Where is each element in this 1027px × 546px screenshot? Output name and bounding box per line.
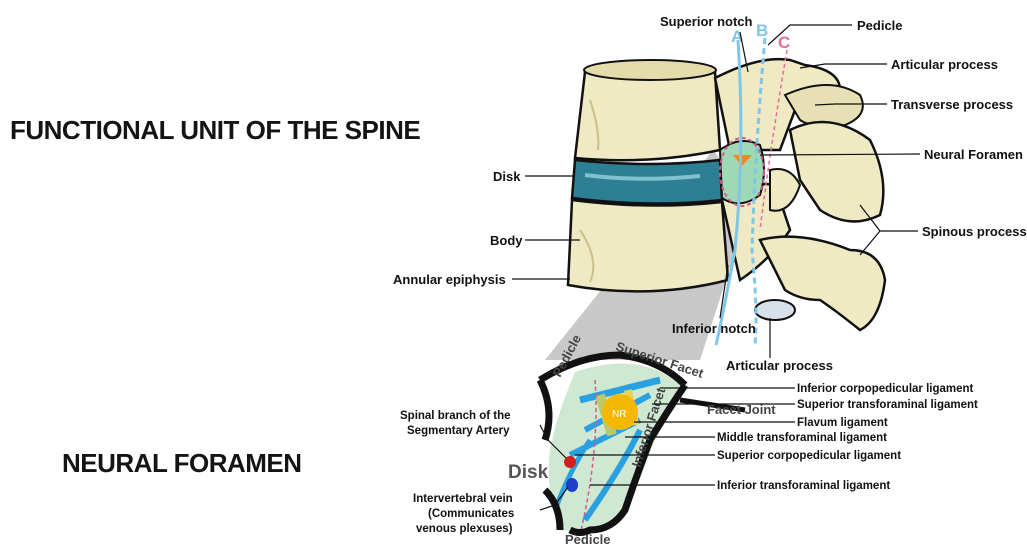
label-vein-2: (Communicates (428, 508, 514, 520)
label-spinal-branch-2: Segmentary Artery (407, 425, 510, 437)
label-flavum: Flavum ligament (797, 417, 888, 429)
label-articular-process-bottom: Articular process (726, 358, 833, 373)
label-neural-foramen: Neural Foramen (924, 147, 1023, 162)
label-disk: Disk (493, 169, 521, 184)
intervertebral-disk (572, 160, 722, 204)
label-inferior-transforaminal: Inferior transforaminal ligament (717, 480, 890, 492)
nr-label: NR (612, 409, 626, 420)
label-articular-process-top: Articular process (891, 57, 998, 72)
label-pedicle: Pedicle (857, 18, 903, 33)
label-inferior-corpopedicular: Inferior corpopedicular ligament (797, 383, 974, 395)
label-superior-corpopedicular: Superior corpopedicular ligament (717, 450, 901, 462)
label-middle-transforaminal: Middle transforaminal ligament (717, 432, 887, 444)
plane-c-label: C (778, 33, 790, 52)
label-spinal-branch-1: Spinal branch of the (400, 410, 511, 422)
label-vein-3: venous plexuses) (416, 523, 513, 535)
label-disk-inset: Disk (508, 462, 549, 483)
label-inferior-notch: Inferior notch (672, 321, 756, 336)
label-spinous-process: Spinous process (922, 224, 1027, 239)
plane-b-label: B (756, 21, 768, 40)
label-superior-notch: Superior notch (660, 14, 753, 29)
label-vein-1: Intervertebral vein (413, 493, 513, 505)
label-transverse-process: Transverse process (891, 97, 1013, 112)
label-superior-transforaminal: Superior transforaminal ligament (797, 399, 978, 411)
label-pedicle-bottom: Pedicle (565, 532, 611, 546)
label-annular-epiphysis: Annular epiphysis (393, 272, 506, 287)
label-body: Body (490, 233, 523, 248)
